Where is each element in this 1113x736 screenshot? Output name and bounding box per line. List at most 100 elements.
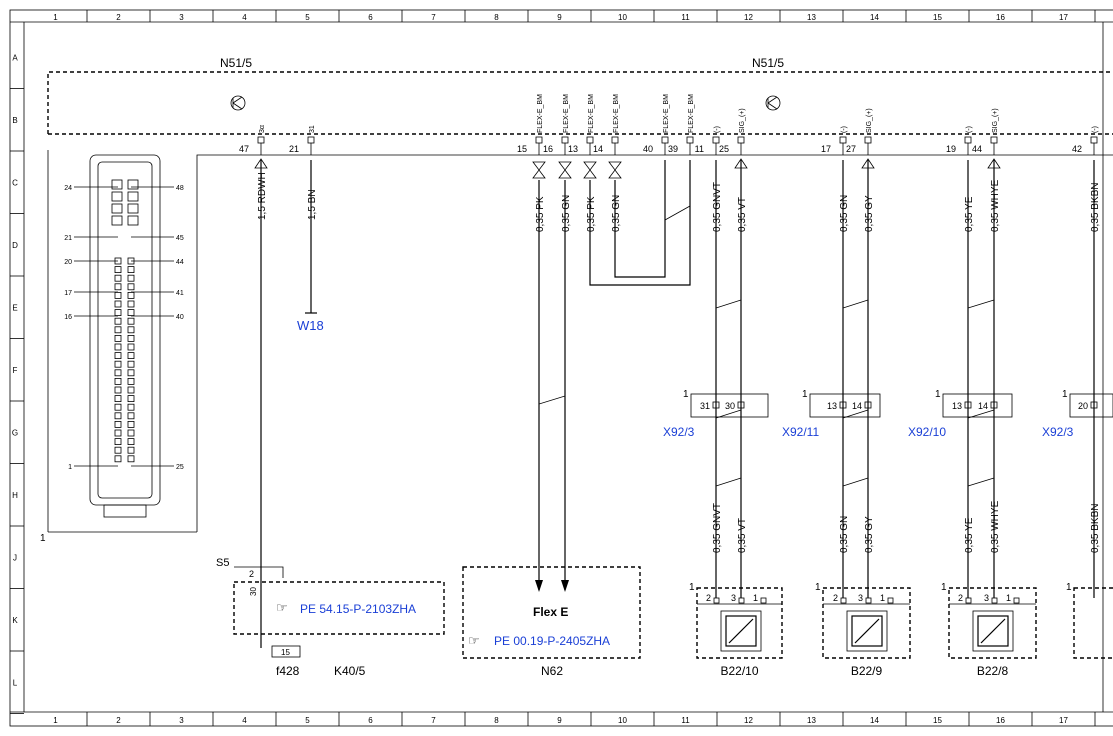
pin-function: 31 [309,125,316,133]
transistor-icon [765,95,781,111]
pin-number: 40 [643,144,653,154]
grid-column-label: 5 [305,13,310,22]
connector-marker: 1 [40,533,46,544]
connector-frame [47,150,197,533]
flex-title: Flex E [533,605,568,619]
wire-label: 1,5 RDWH [257,172,268,220]
grid-column-label: 2 [116,716,121,725]
splice-reference[interactable]: X92/3 [663,425,695,439]
sensor-pin: 2 [958,593,963,603]
wire-label: 0,35 PK [586,196,597,232]
drawing-frame [9,9,1113,727]
arrow-down-icon [535,580,543,592]
sensor-icon [846,610,888,652]
grid-row-label: J [13,553,17,562]
pin-number: 44 [972,144,982,154]
grid-column-label: 13 [807,716,816,725]
ground-reference[interactable]: W18 [297,318,324,333]
splice-reference[interactable]: X92/11 [782,425,819,439]
splice-pin: 13 [827,401,837,411]
pin-function: SIG_(+) [866,108,873,133]
splice-reference[interactable]: X92/3 [1042,425,1074,439]
sensor-icon [720,610,762,652]
wire-label: 0,35 YE [964,196,975,232]
sensor-pin: 1 [753,593,758,603]
grid-column-label: 10 [618,13,627,22]
wire-label: 0,35 GN [839,516,850,553]
connector-pin-label: 48 [176,185,184,192]
pin-number: 17 [821,144,831,154]
wire-label: 0,35 GY [864,195,875,232]
splice-reference[interactable]: X92/10 [908,425,946,439]
sensor-marker: 1 [1066,582,1072,593]
grid-column-label: 12 [744,716,753,725]
grid-column-label: 5 [305,716,310,725]
pin-number: 42 [1072,144,1082,154]
grid-column-label: 13 [807,13,816,22]
pin-function: FLEX-E_BM [688,94,695,133]
grid-column-label: 10 [618,716,627,725]
wire-label: 0,35 GN [839,195,850,232]
sensor-label: B22/9 [851,664,883,678]
splice-pin: 13 [952,401,962,411]
splice-marker: 1 [935,389,941,400]
connector-pin-label: 41 [176,290,184,297]
pin-number: 13 [568,144,578,154]
connector-pin-label: 21 [64,235,72,242]
connector-pin-label: 40 [176,314,184,321]
wire-label: 0,35 PK [535,196,546,232]
pin-number: 21 [289,144,299,154]
connector-pin-label: 25 [176,464,184,471]
grid-column-label: 3 [179,716,184,725]
grid-column-label: 14 [870,716,879,725]
connector-pin-label: 20 [64,259,72,266]
relay-label: K40/5 [334,664,366,678]
grid-column-label: 15 [933,716,942,725]
connector-pin-label: 45 [176,235,184,242]
sensor-marker: 1 [941,582,947,593]
sensor-pin: 1 [880,593,885,603]
splice-pin: 30 [725,401,735,411]
grid-column-label: 16 [996,13,1005,22]
arrow-down-icon [561,580,569,592]
flex-e-module: Flex E ☞ PE 00.19-P-2405ZHA N62 [462,566,641,678]
grid-column-label: 9 [557,716,562,725]
twisted-pair-icon [583,161,597,179]
pin-function: FLEX-E_BM [537,94,544,133]
pin-function: (-) [841,126,848,133]
grid-column-label: 6 [368,716,373,725]
grid-column-label: 7 [431,13,436,22]
switch-reference[interactable]: PE 54.15-P-2103ZHA [300,602,416,616]
pin-number: 14 [593,144,603,154]
sensor-pin: 2 [833,593,838,603]
grid-column-label: 8 [494,13,499,22]
flex-reference[interactable]: PE 00.19-P-2405ZHA [494,634,610,648]
grid-row-label: B [12,116,17,125]
hand-pointer-icon: ☞ [468,633,480,648]
sensor-marker: 1 [815,582,821,593]
wire-label: 0,35 GY [864,516,875,553]
connector-outline [196,154,1113,532]
pin-function: (-) [1092,126,1099,133]
sensor-pin: 3 [858,593,863,603]
twisted-pair-icon [532,161,546,179]
splice-marker: 1 [683,389,689,400]
sensor-marker: 1 [689,582,695,593]
connector-pin-label: 16 [64,314,72,321]
grid-column-label: 4 [242,13,247,22]
splice-marker: 1 [802,389,808,400]
splice-marker: 1 [1062,389,1068,400]
pin-function: (-) [714,126,721,133]
grid-column-label: 3 [179,13,184,22]
wire-label: 0,35 VT [737,197,748,232]
sensor-pin: 3 [731,593,736,603]
grid-row-label: D [12,241,18,250]
sensor-icon [972,610,1014,652]
sensor-label: B22/8 [977,664,1009,678]
grid-row-label: K [12,616,18,625]
wire-label: 1,5 BN [307,189,318,220]
grid-row-label: H [12,491,18,500]
grid-column-label: 1 [53,13,58,22]
connector-pin-label: 24 [64,185,72,192]
